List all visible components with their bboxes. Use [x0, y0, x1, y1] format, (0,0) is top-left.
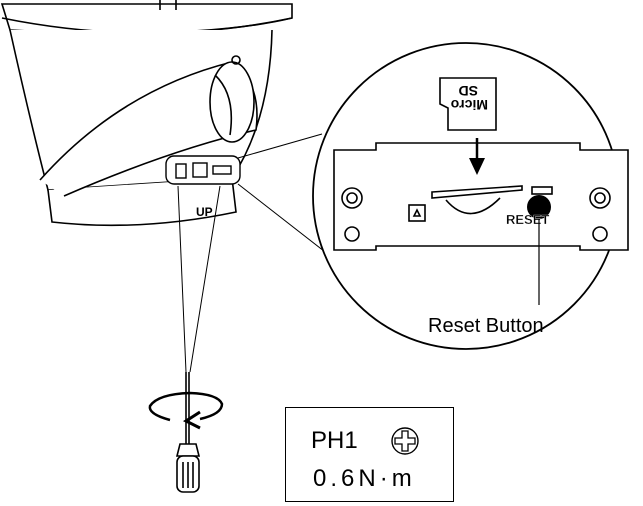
reset-button-label: Reset Button	[428, 315, 544, 337]
callout-lines	[177, 133, 339, 373]
sd-card-label-sd: SD	[459, 83, 478, 99]
sd-card-label-micro: Micro	[451, 97, 488, 113]
screwdriver-icon	[175, 372, 201, 493]
reset-text: RESET	[506, 212, 549, 227]
camera-port-panel	[165, 155, 241, 185]
phillips-cross-icon	[391, 427, 419, 455]
insert-arrow-icon	[469, 138, 485, 175]
torque-value: 0.6N·m	[313, 465, 416, 492]
reset-button[interactable]	[527, 195, 551, 219]
dome-camera	[0, 0, 293, 227]
micro-sd-card: Micro SD	[439, 77, 497, 131]
up-mark: UP	[196, 205, 213, 219]
slot-panel	[333, 142, 629, 251]
bit-size-label: PH1	[311, 427, 358, 454]
rotate-arrow-icon	[148, 391, 224, 430]
torque-spec-box: PH1 0.6N·m	[285, 407, 454, 502]
